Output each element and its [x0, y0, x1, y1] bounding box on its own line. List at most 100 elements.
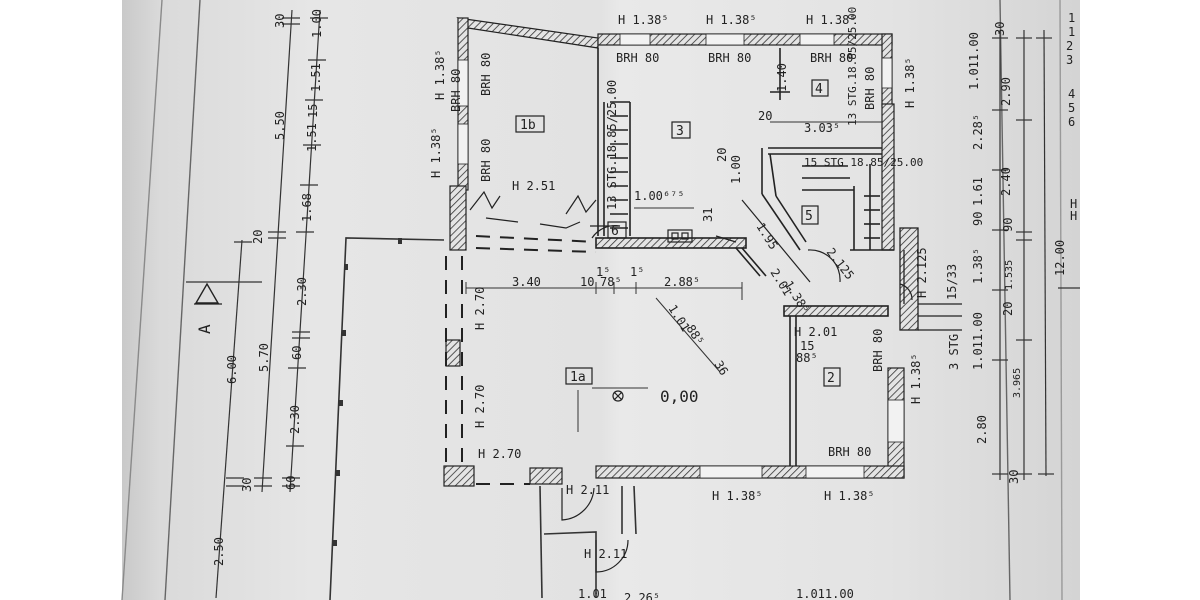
edge-mark-9: H: [1070, 209, 1077, 223]
window-openings: [457, 33, 905, 479]
dim-left-60-a: 60: [290, 346, 304, 360]
dim-31: 31: [701, 208, 715, 222]
dim-1-00: 1.00: [729, 155, 743, 184]
dim-right-90: 90: [971, 212, 985, 226]
brh-left-2: BRH 80: [479, 53, 493, 96]
dim-1-5-b: 1⁵: [630, 265, 644, 279]
dim-right-3-965: 3.965: [1012, 368, 1023, 398]
dim-right-1-38-5: 1.38⁵: [971, 248, 985, 284]
room-labels: 1b 3 4 5 6 1a 2 0,00: [520, 82, 835, 406]
door-height-2-70-b: H 2.70: [473, 385, 487, 428]
level-value: 0,00: [660, 387, 699, 406]
dim-left-20: 20: [251, 230, 265, 244]
door-height-2-01: H 2.01: [794, 325, 837, 339]
window-height-top-2: H 1.38⁵: [706, 13, 757, 27]
dim-bottom-2-26-5: 2.26⁵: [624, 591, 660, 600]
edge-mark-1: 1: [1068, 11, 1075, 25]
dim-left-5-70: 5.70: [257, 343, 271, 372]
door-height-2-11-a: H 2.11: [566, 483, 609, 497]
carport-outline: [329, 237, 637, 600]
door-height-2-70-bottom: H 2.70: [478, 447, 521, 461]
door-heights: H 2.51 H 2.70 H 2.11 H 2.11 H 2.01 H 2.7…: [473, 179, 929, 561]
room-label-1a: 1a: [570, 370, 586, 385]
section-marker-label: A: [195, 324, 214, 334]
dim-bottom-1-011: 1.011.00: [796, 587, 854, 600]
left-dimension-lines: [215, 9, 328, 599]
edge-mark-3: 2: [1066, 39, 1073, 53]
window-height-top-3: H 1.38⁵: [806, 13, 857, 27]
stair-label-4: 3 STG: [947, 334, 961, 370]
window-height-bottom-1: H 1.38⁵: [712, 489, 763, 503]
dim-3-40: 3.40: [512, 275, 541, 289]
edge-mark-7: 6: [1068, 115, 1075, 129]
dim-36: 36: [711, 358, 731, 378]
right-dimension-lines: [992, 29, 1080, 480]
edge-mark-8: H: [1070, 197, 1077, 211]
level-marker: [612, 390, 624, 402]
dim-left-30-b: 30: [240, 478, 254, 492]
dim-right-20: 20: [1001, 302, 1015, 316]
room-label-6: 6: [611, 224, 619, 239]
door-height-2-125: H 2.125: [915, 247, 929, 298]
stair-label-2: 13 STG.18.85/25.00: [846, 7, 859, 126]
dim-left-1-68: 1.68: [300, 193, 314, 222]
entrance-stair: [899, 227, 962, 331]
dim-20-a: 20: [758, 109, 772, 123]
section-marker: A: [186, 281, 262, 334]
stair-label-1: 13 STG.18.85/25.00: [605, 80, 619, 210]
brh-right-1: BRH 80: [863, 67, 877, 110]
dim-right-1-011-b: 1.011.00: [971, 312, 985, 370]
dim-right-90-b: 90: [1001, 218, 1015, 232]
brh-right-2: BRH 80: [871, 329, 885, 372]
right-dimension-text: 1.011.00 2.28⁵ 1.61 90 1.38⁵ 1.011.00 2.…: [967, 22, 1067, 484]
dim-right-1-61: 1.61: [971, 177, 985, 206]
dim-left-1-00: 1.00: [310, 9, 324, 38]
dim-2-88-5: 2.88⁵: [664, 275, 700, 289]
dim-20-b: 20: [715, 148, 729, 162]
brh-bottom: BRH 80: [828, 445, 871, 459]
dim-left-30: 30: [273, 14, 287, 28]
dim-left-6-00: 6.00: [225, 355, 239, 384]
dim-left-1-51-a: 1.51: [309, 63, 323, 92]
dim-88-5-b: 88⁵: [796, 351, 818, 365]
window-height-bottom-2: H 1.38⁵: [824, 489, 875, 503]
window-height-left-1: H 1.38⁵: [429, 127, 443, 178]
dashed-lines: [445, 235, 597, 485]
brh-top-1: BRH 80: [616, 51, 659, 65]
dim-right-1-011: 1.011.00: [967, 32, 981, 90]
paper-sheet: [122, 0, 1080, 600]
dim-left-2-30-b: 2.30: [288, 405, 302, 434]
dim-right-2-40: 2.40: [999, 167, 1013, 196]
stair-label-3: 15 STG 18.85/25.00: [804, 156, 923, 169]
room-label-5: 5: [805, 209, 813, 224]
dim-left-2-30-a: 2.30: [295, 277, 309, 306]
edge-mark-5: 4: [1068, 87, 1075, 101]
dim-3-03-5: 3.03⁵: [804, 121, 840, 135]
edge-mark-4: 3: [1066, 53, 1073, 67]
door-swings: [561, 199, 913, 573]
room-label-2: 2: [827, 371, 835, 386]
dim-right-30: 30: [993, 22, 1007, 36]
window-height-top-1: H 1.38⁵: [618, 13, 669, 27]
break-lines: [469, 190, 737, 243]
top-window-heights: H 1.38⁵ H 1.38⁵ H 1.38⁵ H 1.38⁵ H 1.38⁵ …: [429, 13, 923, 503]
stair-label-5: 15/33: [945, 264, 959, 300]
dim-left-15: 15: [306, 104, 320, 118]
carport-posts: [333, 238, 402, 546]
bottom-dimensions: 1.01 2.26⁵ 1.011.00: [578, 587, 854, 600]
room-label-4: 4: [815, 82, 823, 97]
dim-right-30-b: 30: [1007, 470, 1021, 484]
brh-left-1: BRH 80: [449, 69, 463, 112]
door-height-2-11-b: H 2.11: [584, 547, 627, 561]
dim-1-40: 1.40: [775, 63, 789, 92]
dim-right-12-00: 12.00: [1053, 240, 1067, 276]
dim-left-5-50: 5.50: [273, 111, 287, 140]
parapet-heights: BRH 80 BRH 80 BRH 80 BRH 80 BRH 80 BRH 8…: [449, 51, 885, 459]
dim-right-2-90: 2.90: [999, 77, 1013, 106]
room-label-3: 3: [676, 124, 684, 139]
dim-78-5: 78⁵: [600, 275, 622, 289]
dimension-line-340: [465, 121, 882, 432]
dim-right-2-28-5: 2.28⁵: [971, 114, 985, 150]
